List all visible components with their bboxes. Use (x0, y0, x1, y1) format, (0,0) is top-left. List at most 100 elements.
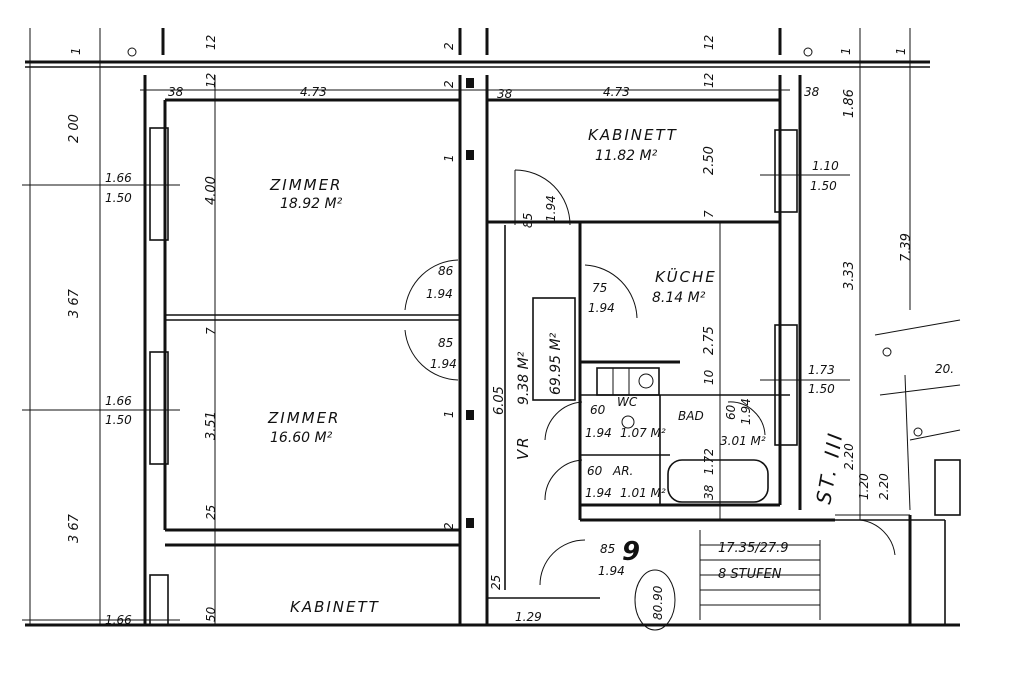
dim-depth-351: 3.51 (204, 411, 219, 440)
ext-stair-line-4 (904, 374, 911, 511)
level-circle (634, 569, 676, 631)
stairs-ratio: 17.35/27.9 (718, 541, 789, 556)
window-left-lower (149, 351, 169, 465)
apartment-total-area: 69.95 M² (548, 332, 564, 395)
door-ar (544, 459, 583, 501)
door-kueche-194: 1.94 (588, 301, 615, 315)
marker-circle-2 (803, 47, 813, 57)
window-left-bottom (149, 574, 169, 626)
wc-label: WC (617, 395, 638, 409)
dim-bad-38: 38 (702, 484, 716, 500)
bad-door: 1.94 (739, 398, 753, 425)
window-right-lower-2: 1.50 (808, 382, 835, 396)
door-zimmer1 (404, 259, 459, 311)
bad-label: BAD (678, 409, 704, 423)
ar-dim: 60 (587, 464, 603, 478)
dim-129: 1.29 (515, 610, 542, 624)
window-left-upper (149, 127, 169, 241)
dim-1-top-right-2: 1 (894, 47, 908, 55)
marker-circle-3 (913, 427, 923, 437)
window-left-lower-2: 1.50 (105, 413, 132, 427)
entry-level: 80.90 (651, 585, 665, 620)
door-zimmer2 (404, 329, 459, 381)
dim-right-220-b: 2.20 (877, 473, 891, 500)
dim-depth-50: 50 (204, 606, 218, 622)
window-right-upper (774, 129, 798, 213)
window-right-upper-2: 1.50 (810, 179, 837, 193)
dim-depth-400: 4.00 (204, 176, 219, 205)
stair-steps (699, 530, 821, 620)
vr-label: VR (514, 435, 532, 460)
dim-1-top-right: 1 (839, 47, 853, 55)
kabinett1-area: 11.82 M² (595, 148, 658, 164)
dim-7-a: 7 (204, 327, 218, 335)
door-z2-85: 85 (438, 336, 453, 350)
dim-12-a: 12 (204, 35, 218, 50)
door-kab-194: 1.94 (544, 195, 558, 222)
dim-kueche-10: 10 (702, 369, 716, 385)
bad-area: 3.01 M² (720, 434, 766, 448)
window-right-upper-1: 1.10 (812, 159, 839, 173)
apartment-number: 9 (622, 537, 640, 567)
dim-wall-38-mid: 38 (497, 87, 513, 101)
dim-bad-172: 1.72 (702, 448, 716, 475)
vr-length: 6.05 (492, 386, 507, 415)
window-left-upper-2: 1.50 (105, 191, 132, 205)
dim-height-200: 2 00 (67, 114, 82, 143)
dim-right-120: 1.20 (857, 473, 871, 500)
door-entry-85: 85 (600, 542, 615, 556)
dim-2-c: 2 (442, 522, 456, 530)
left-dim-lines (22, 28, 790, 625)
vent-4 (466, 518, 474, 528)
ext-stair-line-3 (909, 429, 961, 441)
door-entry-194: 1.94 (598, 564, 625, 578)
ar-area: 1.01 M² (620, 486, 666, 500)
dim-right-186: 1.86 (842, 89, 857, 118)
ar-door: 1.94 (585, 486, 612, 500)
door-kueche-75: 75 (592, 281, 607, 295)
dim-12-c: 12 (702, 35, 716, 50)
wc-area: 1.07 M² (620, 426, 666, 440)
wc-dim: 60 (590, 403, 606, 417)
dim-wall-38-right: 38 (804, 85, 820, 99)
kabinett1-label: KABINETT (588, 126, 678, 144)
walls (25, 28, 961, 627)
dim-kueche-depth: 2.75 (702, 326, 717, 355)
dim-1-top-left: 1 (69, 47, 83, 55)
wc-door: 1.94 (585, 426, 612, 440)
door-entry (539, 539, 586, 586)
window-left-upper-1: 1.66 (105, 171, 132, 185)
dim-25-vr: 25 (489, 575, 503, 590)
dim-2-b: 2 (442, 80, 456, 88)
dim-2-a: 2 (442, 42, 456, 50)
toilet (621, 415, 635, 429)
dim-wall-38-left: 38 (168, 85, 184, 99)
door-z1-194: 1.94 (426, 287, 453, 301)
door-z2-194: 1.94 (430, 357, 457, 371)
stairs-label: 8 STUFEN (718, 567, 782, 582)
door-kabinett (514, 169, 571, 226)
ext-stair-line-2 (879, 384, 961, 396)
dim-height-367-b: 3 67 (67, 513, 82, 543)
bathtub (667, 459, 769, 503)
door-wc (544, 401, 583, 441)
dim-kab-depth: 2.50 (702, 146, 717, 175)
stair-post (934, 459, 961, 516)
zimmer2-label: ZIMMER (267, 409, 340, 427)
doors (404, 169, 896, 586)
dim-7-b: 7 (702, 210, 716, 218)
window-left-lower-1: 1.66 (105, 394, 132, 408)
dim-20: 20. (935, 362, 954, 376)
dim-depth-25: 25 (204, 505, 218, 520)
door-stair (859, 519, 896, 556)
door-kab-85: 85 (521, 213, 535, 228)
dim-top-width-1: 4.73 (300, 85, 327, 99)
marker-circle-1 (127, 47, 137, 57)
dim-12-d: 12 (702, 73, 716, 88)
vent-1 (466, 78, 474, 88)
window-right-lower-1: 1.73 (808, 363, 835, 377)
dim-right-739: 7.39 (899, 233, 914, 262)
dim-right-220-a: 2.20 (842, 443, 856, 470)
door-kueche (584, 264, 638, 319)
